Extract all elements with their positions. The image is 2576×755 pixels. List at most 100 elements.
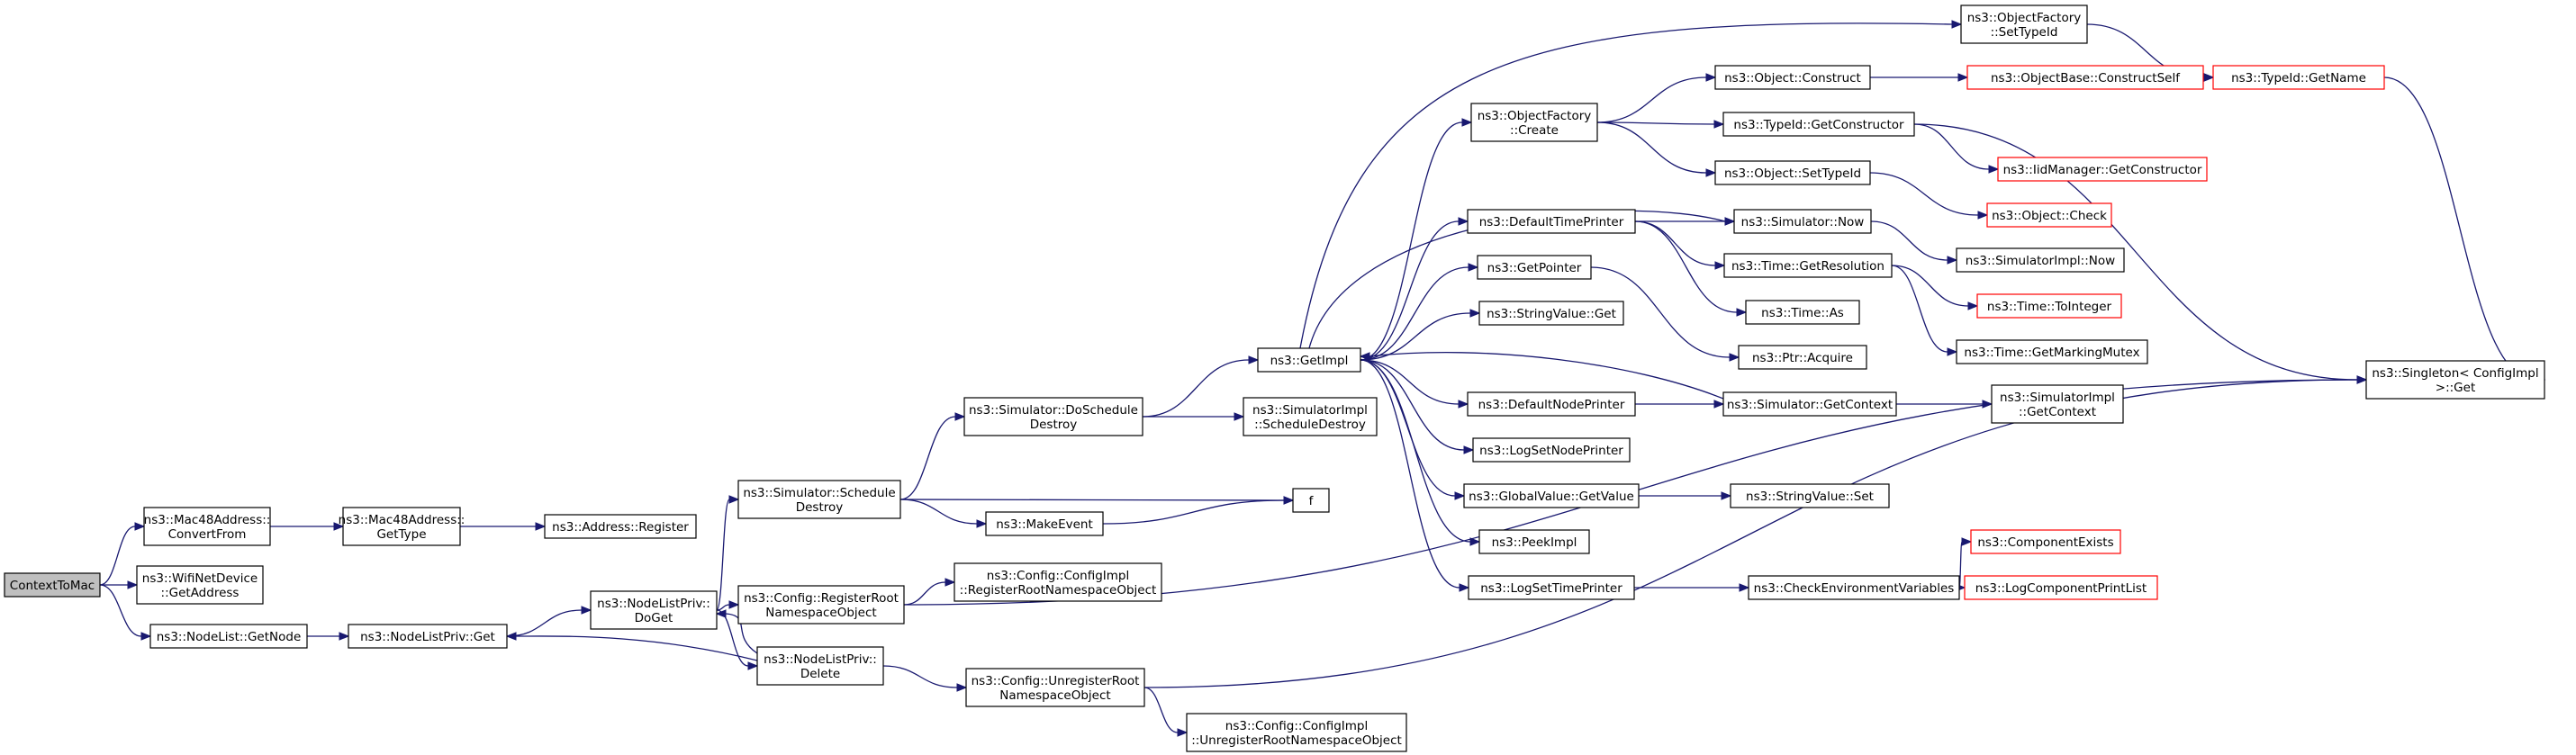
graph-node-ns3-nodelistpriv-delete[interactable]: ns3::NodeListPriv::Delete — [756, 646, 884, 686]
node-label: ns3::Config::UnregisterRoot — [972, 674, 1140, 688]
call-edge-nlpdoget-to-cfgreg — [716, 600, 740, 611]
node-label: ns3::Time::As — [1761, 306, 1844, 320]
graph-node-ns3-nodelistpriv-doget[interactable]: ns3::NodeListPriv::DoGet — [590, 590, 718, 630]
call-edge-getimpl-to-peekimpl — [1360, 359, 1481, 546]
call-edge-nlpdelete-to-nlpdoget — [715, 609, 758, 654]
node-label: ns3::IidManager::GetConstructor — [2003, 163, 2202, 177]
graph-node-ns3-ptr-acquire[interactable]: ns3::Ptr::Acquire — [1738, 345, 1867, 370]
call-edge-objconstruct-to-objbasector — [1870, 73, 1969, 82]
graph-node-contexttomac[interactable]: ContextToMac — [4, 572, 101, 598]
node-box — [2212, 65, 2385, 90]
node-label: ns3::Address::Register — [552, 520, 689, 535]
graph-node-ns3-address-register[interactable]: ns3::Address::Register — [544, 514, 697, 539]
graph-node-f[interactable]: f — [1292, 488, 1330, 513]
node-box — [1730, 483, 1890, 508]
call-edge-objsettype-to-objcheck — [1869, 172, 1989, 220]
node-label: ns3::TypeId::GetName — [2231, 71, 2366, 85]
graph-node-ns3-globalvalue-getvalue[interactable]: ns3::GlobalValue::GetValue — [1463, 483, 1640, 508]
node-box — [737, 585, 905, 625]
node-box — [1722, 112, 1915, 137]
graph-node-ns3-simulator-getcontext[interactable]: ns3::Simulator::GetContext — [1722, 391, 1897, 417]
node-box — [1186, 713, 1407, 752]
graph-node-ns3-wifinetdevice-getaddress[interactable]: ns3::WifiNetDevice::GetAddress — [136, 565, 264, 605]
node-label: ns3::Mac48Address:: — [339, 513, 465, 527]
graph-node-ns3-config-unregisterroot-namespaceobject[interactable]: ns3::Config::UnregisterRootNamespaceObje… — [965, 668, 1145, 707]
node-label: ::Create — [1510, 123, 1559, 138]
graph-node-ns3-time-as[interactable]: ns3::Time::As — [1745, 300, 1860, 325]
graph-node-ns3-object-check[interactable]: ns3::Object::Check — [1986, 202, 2112, 228]
graph-node-ns3-logsettimeprinter[interactable]: ns3::LogSetTimePrinter — [1468, 575, 1635, 600]
graph-node-ns3-stringvalue-get[interactable]: ns3::StringValue::Get — [1478, 301, 1624, 326]
node-box — [1960, 4, 2088, 44]
graph-node-ns3-simulatorimpl-scheduledestroy[interactable]: ns3::SimulatorImpl::ScheduleDestroy — [1243, 397, 1378, 436]
graph-node-ns3-defaulttimeprinter[interactable]: ns3::DefaultTimePrinter — [1467, 209, 1636, 234]
graph-node-ns3-mac48address-convertfrom[interactable]: ns3::Mac48Address::ConvertFrom — [143, 507, 271, 546]
node-box — [1723, 253, 1893, 278]
node-box — [1470, 103, 1598, 142]
graph-node-ns3-typeid-getconstructor[interactable]: ns3::TypeId::GetConstructor — [1722, 112, 1915, 137]
graph-node-ns3-peekimpl[interactable]: ns3::PeekImpl — [1478, 529, 1590, 554]
node-label: ns3::Simulator::Schedule — [743, 486, 895, 500]
graph-node-ns3-checkenvironmentvariables[interactable]: ns3::CheckEnvironmentVariables — [1748, 575, 1960, 600]
node-box — [1964, 575, 2158, 600]
graph-node-ns3-objectbase-constructself[interactable]: ns3::ObjectBase::ConstructSelf — [1966, 65, 2204, 90]
graph-node-ns3-getimpl[interactable]: ns3::GetImpl — [1257, 347, 1361, 373]
node-label: ns3::ObjectFactory — [1478, 109, 1592, 123]
graph-node-ns3-object-construct[interactable]: ns3::Object::Construct — [1714, 65, 1871, 90]
graph-node-ns3-objectfactory-settypeid[interactable]: ns3::ObjectFactory::SetTypeId — [1960, 4, 2088, 44]
graph-node-ns3-simulator-now[interactable]: ns3::Simulator::Now — [1733, 209, 1872, 234]
graph-node-ns3-time-tointeger[interactable]: ns3::Time::ToInteger — [1976, 293, 2122, 319]
graph-node-ns3-config-registerroot-namespaceobject[interactable]: ns3::Config::RegisterRootNamespaceObject — [737, 585, 905, 625]
graph-node-ns3-logsetnodeprinter[interactable]: ns3::LogSetNodePrinter — [1472, 437, 1631, 463]
node-label: ContextToMac — [10, 579, 95, 593]
node-label: ns3::Time::GetMarkingMutex — [1964, 346, 2139, 360]
graph-node-ns3-typeid-getname[interactable]: ns3::TypeId::GetName — [2212, 65, 2385, 90]
graph-node-ns3-mac48address-gettype[interactable]: ns3::Mac48Address::GetType — [339, 507, 465, 546]
graph-node-ns3-defaultnodeprinter[interactable]: ns3::DefaultNodePrinter — [1467, 391, 1636, 417]
call-edge-nlpget-to-nlpdoget — [506, 606, 592, 637]
graph-node-ns3-simulatorimpl-now[interactable]: ns3::SimulatorImpl::Now — [1956, 247, 2125, 273]
graph-node-ns3-time-getmarkingmutex[interactable]: ns3::Time::GetMarkingMutex — [1956, 339, 2148, 364]
call-edge-m48conv-to-m48type — [270, 522, 345, 531]
node-label: ns3::NodeListPriv:: — [764, 652, 877, 667]
node-box — [1956, 339, 2148, 364]
node-box — [143, 507, 271, 546]
graph-node-ns3-object-settypeid[interactable]: ns3::Object::SetTypeId — [1714, 160, 1871, 185]
graph-node-ns3-getpointer[interactable]: ns3::GetPointer — [1477, 255, 1592, 280]
node-box — [1976, 293, 2122, 319]
graph-node-ns3-componentexists[interactable]: ns3::ComponentExists — [1970, 529, 2121, 554]
call-edge-defnodeprinter-to-simgetctx — [1635, 400, 1725, 409]
call-edge-deftimeprinter-to-timegetres — [1634, 220, 1726, 270]
node-label: ns3::Time::GetResolution — [1731, 259, 1885, 274]
node-box — [1991, 384, 2124, 424]
node-box — [965, 668, 1145, 707]
graph-node-ns3-time-getresolution[interactable]: ns3::Time::GetResolution — [1723, 253, 1893, 278]
graph-node-ns3-makeevent[interactable]: ns3::MakeEvent — [985, 511, 1104, 536]
graph-node-ns3-simulatorimpl-getcontext[interactable]: ns3::SimulatorImpl::GetContext — [1991, 384, 2124, 424]
graph-node-ns3-iidmanager-getconstructor[interactable]: ns3::IidManager::GetConstructor — [1997, 157, 2208, 182]
call-edge-simsched-to-makeevent — [899, 499, 988, 528]
graph-node-ns3-nodelist-getnode[interactable]: ns3::NodeList::GetNode — [149, 624, 308, 649]
call-edge-deftimeprinter-to-simnow — [1634, 217, 1736, 226]
graph-node-ns3-config-configimpl-registerrootnamespaceobject[interactable]: ns3::Config::ConfigImpl::RegisterRootNam… — [954, 562, 1162, 602]
node-label: ns3::LogSetTimePrinter — [1480, 581, 1622, 596]
graph-node-ns3-objectfactory-create[interactable]: ns3::ObjectFactory::Create — [1470, 103, 1598, 142]
graph-node-ns3-simulator-schedule-destroy[interactable]: ns3::Simulator::ScheduleDestroy — [737, 480, 901, 519]
node-label: ns3::LogComponentPrintList — [1975, 581, 2147, 596]
graph-node-ns3-singleton-configimpl-get[interactable]: ns3::Singleton< ConfigImpl>::Get — [2365, 360, 2545, 400]
call-edge-getimpl-to-deftimeprinter — [1360, 217, 1469, 361]
call-edge-nlgetnode-to-nlpget — [307, 632, 350, 641]
call-edge-objbasector-to-typeidgetname — [2202, 73, 2215, 82]
graph-node-ns3-logcomponentprintlist[interactable]: ns3::LogComponentPrintList — [1964, 575, 2158, 600]
node-label: ns3::Simulator::GetContext — [1727, 398, 1893, 412]
graph-node-ns3-config-configimpl-unregisterrootnamespaceobject[interactable]: ns3::Config::ConfigImpl::UnregisterRootN… — [1186, 713, 1407, 752]
node-label: ns3::Config::ConfigImpl — [1225, 719, 1368, 733]
call-edge-getimpl-to-logsettime — [1360, 359, 1470, 592]
node-box — [1748, 575, 1960, 600]
graph-node-ns3-nodelistpriv-get[interactable]: ns3::NodeListPriv::Get — [348, 624, 508, 649]
graph-node-ns3-stringvalue-set[interactable]: ns3::StringValue::Set — [1730, 483, 1890, 508]
node-box — [756, 646, 884, 686]
node-label: ns3::NodeListPriv:: — [597, 597, 710, 611]
